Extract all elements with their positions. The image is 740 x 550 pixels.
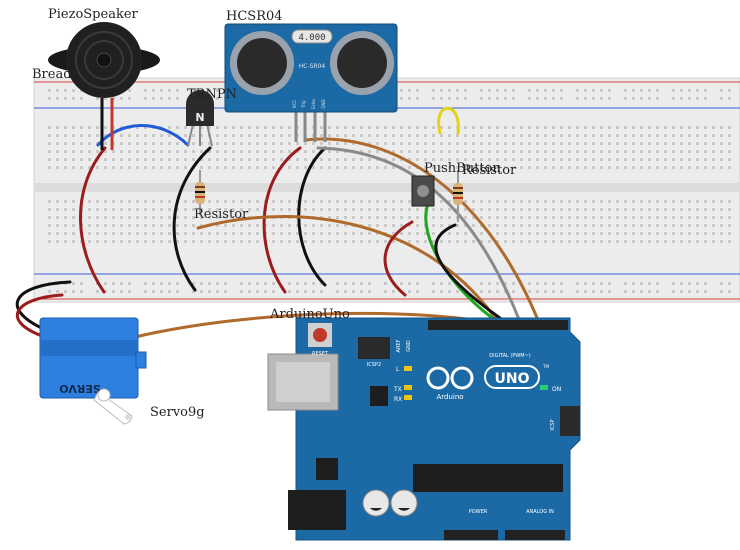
reset-label: RESET	[312, 351, 329, 357]
label-resistor-right: Resistor	[462, 163, 517, 178]
label-arduino: ArduinoUno	[269, 307, 350, 322]
wires	[15, 106, 542, 537]
digital-label: DIGITAL (PWM~)	[489, 353, 531, 359]
transistor-mark: N	[195, 111, 204, 124]
wire-brown-1	[196, 215, 502, 327]
wire-servo-black	[15, 280, 72, 332]
wire-brown-2	[303, 137, 542, 327]
arduino-logo-icon	[426, 366, 474, 390]
wire-black-2	[297, 146, 327, 287]
aref-label: AREF	[396, 339, 402, 352]
on-label: ON	[552, 386, 561, 393]
gnd-label: GND	[406, 340, 412, 352]
resistor-left	[195, 170, 205, 215]
wire-red-3	[383, 220, 414, 297]
wire-servo-red	[16, 293, 64, 338]
arduino-uno: RESET ICSP2 AREF GND DIGITAL (PWM~) L TX…	[267, 317, 581, 541]
sensor-display: 4.000	[298, 33, 325, 43]
label-servo: Servo9g	[150, 405, 205, 420]
label-transistor: TRNPN	[187, 87, 237, 102]
icsp2-label: ICSP2	[367, 362, 381, 368]
sensor-pin-vcc: VCC	[292, 100, 297, 109]
servo-text: SERVO	[59, 382, 101, 395]
wire-black-3	[434, 223, 512, 327]
breadboard	[33, 77, 740, 303]
label-piezo: PiezoSpeaker	[48, 7, 139, 22]
led-l-label: L	[396, 366, 400, 373]
wire-black-1	[172, 146, 212, 292]
tm-label: TM	[542, 364, 549, 369]
servo-motor: SERVO	[39, 317, 147, 425]
wire-yellow	[437, 106, 460, 135]
label-hcsr04: HCSR04	[226, 9, 283, 24]
icsp-label: ICSP	[550, 419, 556, 430]
sensor-pin-gnd: GND	[321, 99, 326, 108]
label-breadboard: Bread	[32, 67, 72, 82]
sensor-pin-trig: Trig	[301, 100, 306, 109]
push-button	[411, 175, 435, 207]
analog-label: ANALOG IN	[526, 509, 554, 515]
resistor-right	[453, 170, 463, 222]
hcsr04-sensor: 4.000 HC-SR04 VCC Trig Echo GND	[224, 23, 398, 142]
sensor-pin-echo: Echo	[311, 99, 316, 109]
label-resistor-left: Resistor	[194, 207, 249, 222]
wire-gray	[316, 146, 522, 324]
wire-blue	[96, 124, 190, 147]
led-tx-label: TX	[393, 386, 402, 393]
power-label: POWER	[469, 509, 488, 515]
label-pushbutton: PushButton	[424, 161, 501, 176]
brand-label: Arduino	[436, 393, 463, 401]
led-rx-label: RX	[394, 396, 402, 403]
breadboard-holes	[48, 89, 731, 293]
sensor-model-label: HC-SR04	[299, 63, 326, 70]
npn-transistor: N	[186, 90, 214, 147]
uno-label: UNO	[495, 371, 530, 387]
piezo-speaker	[48, 22, 160, 150]
wire-red-1	[79, 146, 107, 294]
